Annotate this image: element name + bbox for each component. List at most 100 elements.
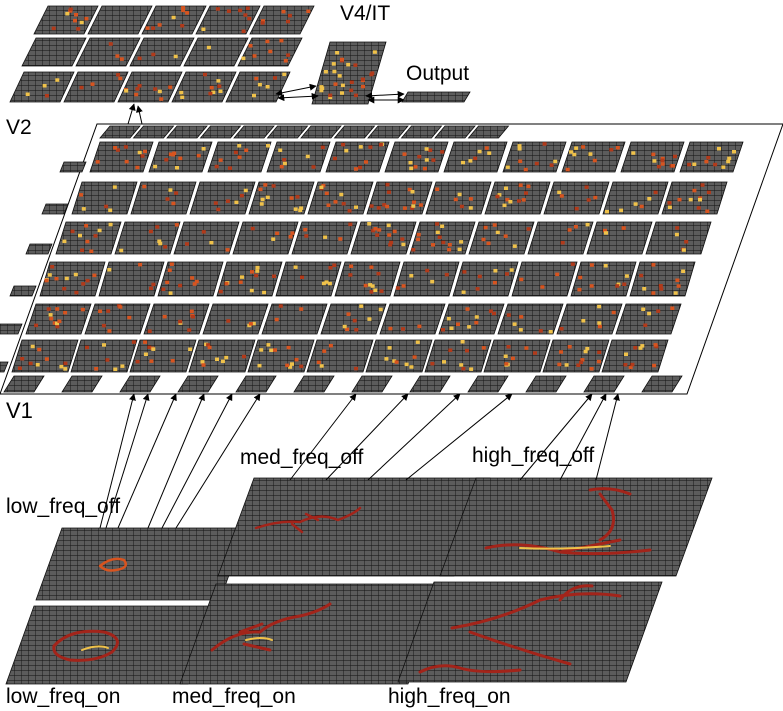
active-unit bbox=[560, 241, 565, 245]
active-unit bbox=[348, 273, 353, 277]
active-unit bbox=[35, 363, 40, 367]
high-freq-off-contour bbox=[484, 487, 652, 556]
low-freq-off-contour bbox=[98, 557, 127, 572]
active-unit bbox=[224, 355, 229, 360]
v1-unit-block bbox=[483, 339, 551, 373]
active-unit bbox=[119, 57, 124, 61]
active-unit bbox=[589, 263, 594, 267]
active-unit bbox=[278, 304, 283, 308]
active-unit bbox=[431, 158, 436, 162]
v1-unit-block bbox=[379, 303, 446, 335]
active-unit bbox=[473, 156, 478, 161]
active-unit bbox=[320, 145, 325, 150]
v1-unit-block bbox=[307, 181, 374, 215]
active-unit bbox=[459, 363, 464, 367]
v1-unit-grid bbox=[0, 125, 744, 393]
v1-unit-block bbox=[542, 339, 610, 373]
v1-unit-block bbox=[393, 261, 460, 297]
active-unit bbox=[386, 190, 391, 194]
active-unit bbox=[540, 285, 545, 289]
active-unit bbox=[108, 222, 113, 227]
med-freq-on-highlight bbox=[245, 637, 273, 641]
active-unit bbox=[323, 235, 328, 239]
v1-edge-block bbox=[59, 161, 87, 173]
active-unit bbox=[675, 226, 680, 230]
active-unit bbox=[37, 347, 42, 352]
active-unit bbox=[200, 360, 205, 364]
active-unit bbox=[502, 203, 507, 208]
active-unit bbox=[215, 7, 220, 11]
active-unit bbox=[704, 159, 709, 164]
active-unit bbox=[448, 348, 453, 352]
active-unit bbox=[278, 148, 283, 152]
v1-edge-block bbox=[0, 323, 23, 335]
active-unit bbox=[651, 152, 656, 157]
active-unit bbox=[248, 44, 253, 48]
active-unit bbox=[63, 310, 68, 315]
active-unit bbox=[266, 343, 271, 347]
active-unit bbox=[519, 315, 524, 319]
active-unit bbox=[681, 269, 686, 273]
active-unit bbox=[688, 197, 693, 202]
active-unit bbox=[138, 262, 143, 267]
low-freq-on-contour bbox=[52, 629, 119, 662]
active-unit bbox=[368, 283, 373, 287]
active-unit bbox=[319, 85, 324, 89]
active-unit bbox=[254, 76, 259, 81]
active-unit bbox=[437, 235, 442, 239]
output-label: Output bbox=[406, 62, 469, 85]
active-unit bbox=[713, 162, 718, 167]
v1-unit-block bbox=[177, 375, 219, 393]
active-unit bbox=[402, 206, 407, 210]
v1-edge-block bbox=[25, 243, 53, 255]
active-unit bbox=[286, 345, 291, 350]
v1-to-v2-arrow bbox=[135, 105, 143, 125]
active-unit bbox=[347, 209, 352, 213]
active-unit bbox=[196, 153, 201, 158]
active-unit bbox=[524, 191, 528, 195]
active-unit bbox=[255, 269, 260, 273]
active-unit bbox=[378, 143, 383, 147]
active-unit bbox=[257, 82, 262, 87]
active-unit bbox=[151, 26, 156, 30]
v2-v4it-arrow bbox=[275, 83, 317, 97]
active-unit bbox=[218, 89, 223, 93]
active-unit bbox=[597, 304, 602, 309]
active-unit bbox=[521, 198, 526, 202]
active-unit bbox=[55, 324, 60, 329]
v1-unit-block bbox=[438, 303, 505, 335]
active-unit bbox=[237, 144, 242, 148]
active-unit bbox=[462, 270, 467, 274]
active-unit bbox=[274, 317, 279, 322]
active-unit bbox=[651, 263, 656, 267]
active-unit bbox=[173, 54, 178, 59]
active-unit bbox=[62, 286, 67, 291]
active-unit bbox=[238, 8, 243, 13]
v1-unit-block bbox=[620, 141, 685, 173]
active-unit bbox=[188, 347, 193, 351]
active-unit bbox=[384, 357, 389, 361]
active-unit bbox=[392, 229, 397, 234]
active-unit bbox=[353, 63, 358, 67]
active-unit bbox=[410, 206, 415, 210]
active-unit bbox=[226, 319, 231, 323]
v1-unit-block bbox=[561, 141, 626, 173]
v1-unit-block bbox=[502, 141, 567, 173]
active-unit bbox=[567, 345, 572, 349]
active-unit bbox=[449, 326, 454, 330]
active-unit bbox=[358, 145, 363, 149]
active-unit bbox=[293, 207, 298, 211]
active-unit bbox=[371, 228, 376, 233]
active-unit bbox=[684, 240, 689, 244]
active-unit bbox=[76, 27, 81, 31]
active-unit bbox=[51, 26, 56, 31]
active-unit bbox=[180, 95, 185, 99]
active-unit bbox=[153, 164, 158, 169]
active-unit bbox=[633, 202, 638, 206]
active-unit bbox=[289, 196, 294, 200]
active-unit bbox=[62, 239, 67, 244]
active-unit bbox=[726, 159, 731, 164]
active-unit bbox=[369, 204, 374, 208]
v1-unit-block bbox=[511, 261, 578, 297]
active-unit bbox=[372, 50, 377, 54]
